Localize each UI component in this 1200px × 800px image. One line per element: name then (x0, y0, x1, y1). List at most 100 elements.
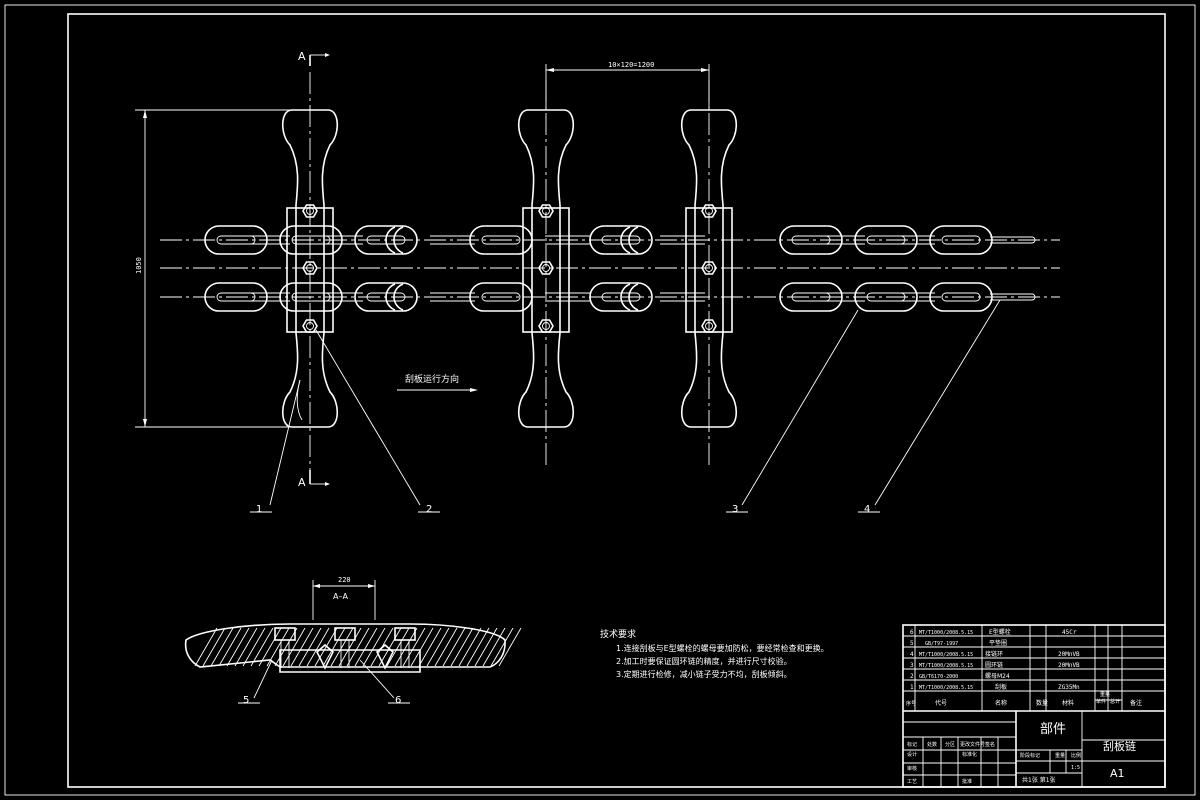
break-symbol (393, 226, 404, 254)
flight-detail (296, 379, 303, 421)
break-symbol (628, 283, 639, 311)
bom-row-5: 5 GB/T97-1997 平垫圈 (910, 639, 1007, 647)
link-hole (216, 292, 256, 302)
bom-code: GB/T97-1997 (925, 641, 958, 647)
bom-name: E型螺栓 (989, 628, 1011, 636)
hatch-line (226, 627, 250, 667)
balloon-3: 3 (732, 504, 738, 515)
note-3: 3.定期进行检修，减小链子受力不均，刮板倾斜。 (616, 669, 792, 679)
bom-code: MT/T1000/2008.5.15 (919, 652, 973, 658)
flight-bar (517, 109, 575, 428)
bom-code: GB/T6170-2000 (919, 674, 958, 680)
hatch-line (474, 627, 498, 667)
technical-notes: 技术要求 1.连接刮板与E型螺栓的螺母要加防松，要经常检查和更换。 2.加工时要… (600, 628, 829, 679)
hatch-line (218, 627, 242, 667)
link-hole (866, 235, 906, 245)
bom-no: 5 (910, 640, 914, 647)
link-hole (481, 292, 521, 302)
link-section (376, 643, 394, 670)
horizontal-link (779, 225, 843, 255)
hatch-line (202, 627, 226, 667)
bom-row-3: 3 MT/T1000/2008.5.15 圆环链 20MnVB (910, 661, 1080, 669)
section-view-a-a: 220 A–A 5 6 (184, 576, 522, 706)
break-symbol (393, 283, 404, 311)
hatch-line (434, 627, 458, 667)
horizontal-link (279, 225, 343, 255)
balloon-6: 6 (395, 695, 401, 706)
link-hole (481, 235, 521, 245)
label-sign: 签名 (985, 741, 995, 748)
hatch-line (330, 627, 354, 667)
bolt-hole (542, 264, 550, 272)
balloon-4: 4 (864, 504, 870, 515)
label-approve: 批准 (962, 778, 972, 785)
break-symbol (385, 283, 396, 311)
bolt-hole (542, 207, 550, 215)
label-scale: 比例 (1071, 752, 1081, 759)
outer-border (4, 4, 1196, 796)
bolt-hole (306, 322, 314, 330)
link-hole (791, 235, 831, 245)
label-change: 更改文件号 (960, 741, 985, 748)
hatch-line (274, 627, 298, 667)
horizontal-link (354, 282, 418, 312)
break-symbol (620, 226, 631, 254)
hatch-line (450, 627, 474, 667)
chain-tail-end (1031, 293, 1036, 301)
bom-header: 序号 代号 名称 数量 材料 单件 总计 重量 备注 (906, 691, 1142, 707)
nut-icon (302, 204, 318, 218)
section-title: A–A (333, 592, 348, 601)
bom-material: 20MnVB (1058, 662, 1080, 669)
horizontal-link (854, 225, 918, 255)
section-mark-bottom: A (298, 470, 330, 489)
hatch-line (482, 627, 506, 667)
bolt-hole (705, 322, 713, 330)
pitch-dimension: 10×120=1200 (545, 61, 710, 110)
flight-bars (281, 109, 738, 428)
bom-no: 3 (910, 662, 914, 669)
hatch-line (386, 627, 410, 667)
break-symbol (628, 226, 639, 254)
break-symbol (620, 283, 631, 311)
hatch-line (490, 627, 514, 667)
bom-name: 接链环 (985, 650, 1003, 658)
section-mark-top: A (298, 50, 330, 66)
bom-row-2: 2 GB/T6170-2000 螺母M24 (910, 672, 1010, 680)
pitch-dimension-text: 10×120=1200 (608, 61, 654, 69)
title-block: 6 MT/T1000/2008.5.15 E型螺栓 45Cr 5 GB/T97-… (902, 624, 1166, 788)
hatch-line (250, 627, 274, 667)
hatch-line (210, 627, 234, 667)
section-letter-bottom: A (298, 476, 306, 489)
bom-code: MT/T1000/2008.5.15 (919, 663, 973, 669)
hatch-line (394, 627, 418, 667)
label-count: 处数 (927, 741, 937, 748)
sheet-size: A1 (1110, 767, 1125, 780)
inner-border (67, 13, 1166, 788)
horizontal-link (589, 282, 653, 312)
hatch-line (442, 627, 466, 667)
link-hole (866, 292, 906, 302)
bolt-hole (306, 207, 314, 215)
horizontal-link (854, 282, 918, 312)
label-design: 设计 (907, 751, 917, 758)
link-hole (291, 292, 331, 302)
header-weight: 重量 (1100, 691, 1110, 698)
bom-row-1: 1 MT/T1000/2008.5.15 刮板 ZG35Mn (910, 683, 1080, 691)
direction-label: 刮板运行方向 (405, 373, 459, 385)
horizontal-link (929, 225, 993, 255)
hatch-line (306, 627, 330, 667)
header-name: 名称 (995, 699, 1007, 707)
nut-icon (701, 261, 717, 275)
section-nut (274, 627, 296, 641)
section-letter-top: A (298, 50, 306, 63)
hatch-line (346, 627, 370, 667)
horizontal-link (779, 282, 843, 312)
header-qty: 数量 (1036, 699, 1048, 707)
chain-top-view: A A 10×120=1200 1050 刮板运行方向 (135, 50, 1060, 515)
part-name: 刮板链 (1103, 739, 1136, 753)
chain-tail-end (1031, 236, 1036, 244)
hatch-line (402, 627, 426, 667)
bom-row-6: 6 MT/T1000/2008.5.15 E型螺栓 45Cr (910, 628, 1077, 636)
header-code: 代号 (935, 699, 947, 707)
hatch-line (194, 627, 218, 667)
